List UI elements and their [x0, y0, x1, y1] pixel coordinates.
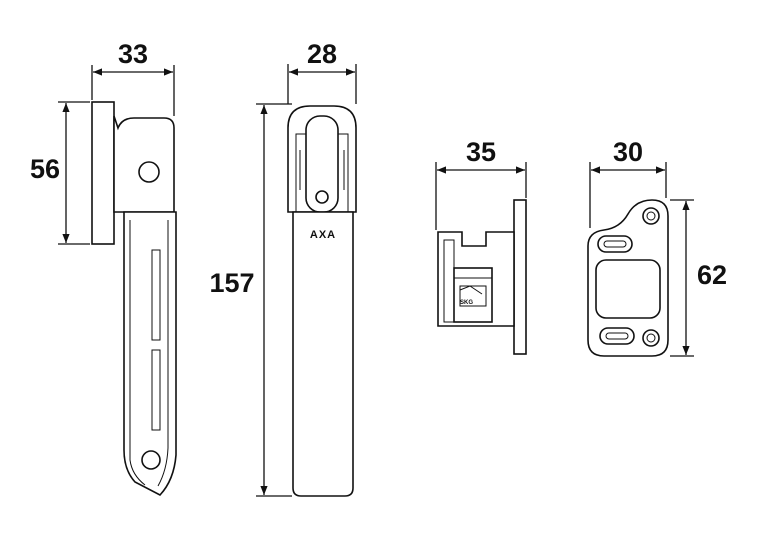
dim-label-62: 62 [697, 260, 727, 290]
dimension-handle-front-height: 157 [209, 103, 292, 497]
dimension-handle-side-width: 33 [91, 39, 175, 116]
dim-label-33: 33 [118, 39, 148, 69]
dim-label-30: 30 [613, 137, 643, 167]
dimension-keeper-front-height: 62 [670, 199, 727, 357]
dimension-handle-front-width: 28 [287, 39, 357, 104]
dimension-keeper-side-width: 35 [435, 137, 527, 230]
handle-front-view: AXA [287, 105, 357, 497]
keeper-side-view: SKG [437, 199, 527, 355]
handle-side-view [91, 101, 177, 496]
dimension-handle-side-height: 56 [30, 101, 90, 245]
dimension-keeper-front-width: 30 [589, 137, 667, 228]
keeper-front-view [587, 199, 669, 357]
dim-label-157: 157 [209, 268, 254, 298]
axa-logo: AXA [310, 229, 336, 241]
dim-label-28: 28 [307, 39, 337, 69]
dim-label-35: 35 [466, 137, 496, 167]
skg-mark: SKG [460, 300, 473, 306]
dim-label-56: 56 [30, 154, 60, 184]
